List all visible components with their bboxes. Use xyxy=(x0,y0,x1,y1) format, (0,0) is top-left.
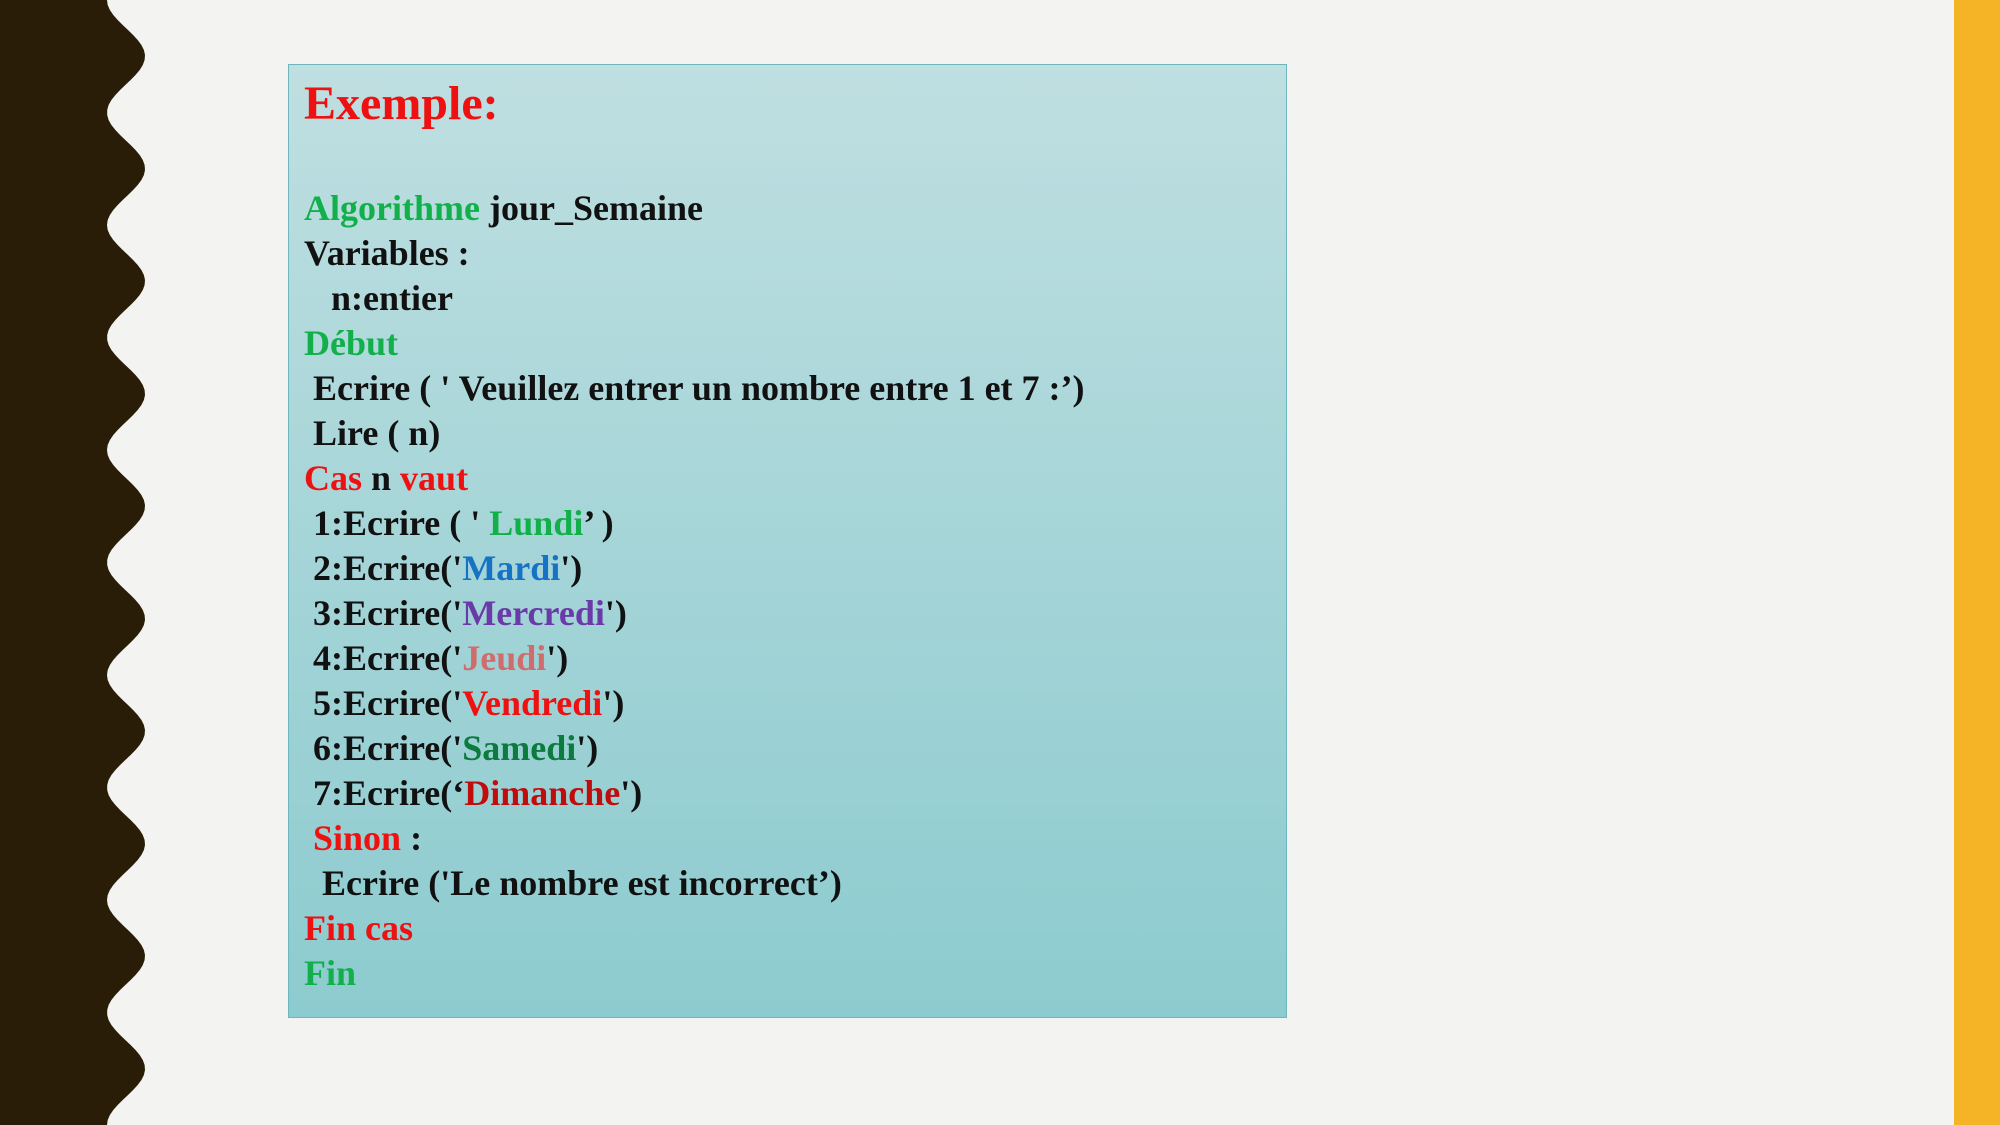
code-token: Ecrire ( ' Veuillez entrer un nombre ent… xyxy=(304,368,1085,408)
code-line-case-2: 2:Ecrire('Mardi') xyxy=(304,546,1286,591)
code-line-case-4: 4:Ecrire('Jeudi') xyxy=(304,636,1286,681)
slide-title: Exemple: xyxy=(304,77,499,130)
code-line-variables: Variables : xyxy=(304,231,1286,276)
code-line-ecrire-prompt: Ecrire ( ' Veuillez entrer un nombre ent… xyxy=(304,366,1286,411)
code-line-fin: Fin xyxy=(304,951,1286,996)
code-line-case-7: 7:Ecrire(‘Dimanche') xyxy=(304,771,1286,816)
code-token: Vendredi xyxy=(462,683,603,723)
code-token: Cas xyxy=(304,458,363,498)
code-line-fin-cas: Fin cas xyxy=(304,906,1286,951)
code-token: Sinon xyxy=(304,818,402,858)
code-token: ') xyxy=(620,773,643,813)
code-token: Ecrire ('Le nombre est incorrect’) xyxy=(304,863,842,903)
code-token: Variables : xyxy=(304,233,470,273)
code-token: n:entier xyxy=(304,278,453,318)
code-line-lire: Lire ( n) xyxy=(304,411,1286,456)
code-token: jour_Semaine xyxy=(479,188,703,228)
code-token: ') xyxy=(546,638,569,678)
code-token: : xyxy=(401,818,423,858)
code-line-case-5: 5:Ecrire('Vendredi') xyxy=(304,681,1286,726)
code-token: 5:Ecrire(' xyxy=(304,683,463,723)
code-line-debut: Début xyxy=(304,321,1286,366)
code-token: 6:Ecrire(' xyxy=(304,728,463,768)
code-token: Dimanche xyxy=(464,773,621,813)
code-token: ') xyxy=(576,728,599,768)
decorative-wave-border xyxy=(0,0,145,1125)
code-token: Fin xyxy=(304,953,357,993)
code-token: Lire ( n) xyxy=(304,413,441,453)
code-line-sinon: Sinon : xyxy=(304,816,1286,861)
code-token: Jeudi xyxy=(462,638,547,678)
code-token: 1:Ecrire ( ' xyxy=(304,503,490,543)
code-token: ’ ) xyxy=(583,503,614,543)
code-token: Fin cas xyxy=(304,908,414,948)
code-token: ') xyxy=(560,548,583,588)
code-line-ecrire-incorrect: Ecrire ('Le nombre est incorrect’) xyxy=(304,861,1286,906)
code-line-declaration: n:entier xyxy=(304,276,1286,321)
code-token: 2:Ecrire(' xyxy=(304,548,463,588)
code-line-algorithme: Algorithme jour_Semaine xyxy=(304,186,1286,231)
code-token: Lundi xyxy=(489,503,584,543)
code-line-cas: Cas n vaut xyxy=(304,456,1286,501)
code-line-case-1: 1:Ecrire ( ' Lundi’ ) xyxy=(304,501,1286,546)
code-token: Samedi xyxy=(462,728,577,768)
code-token: 7:Ecrire(‘ xyxy=(304,773,465,813)
code-token: 3:Ecrire(' xyxy=(304,593,463,633)
code-token: Début xyxy=(304,323,399,363)
code-token: vaut xyxy=(400,458,469,498)
code-token: ') xyxy=(604,593,627,633)
code-token: n xyxy=(362,458,401,498)
code-token: ') xyxy=(602,683,625,723)
code-line-case-3: 3:Ecrire('Mercredi') xyxy=(304,591,1286,636)
code-token: Algorithme xyxy=(304,188,480,228)
decorative-side-bar xyxy=(1954,0,2000,1125)
code-token: 4:Ecrire(' xyxy=(304,638,463,678)
code-token: Mardi xyxy=(462,548,561,588)
code-token: Mercredi xyxy=(462,593,605,633)
code-line-case-6: 6:Ecrire('Samedi') xyxy=(304,726,1286,771)
